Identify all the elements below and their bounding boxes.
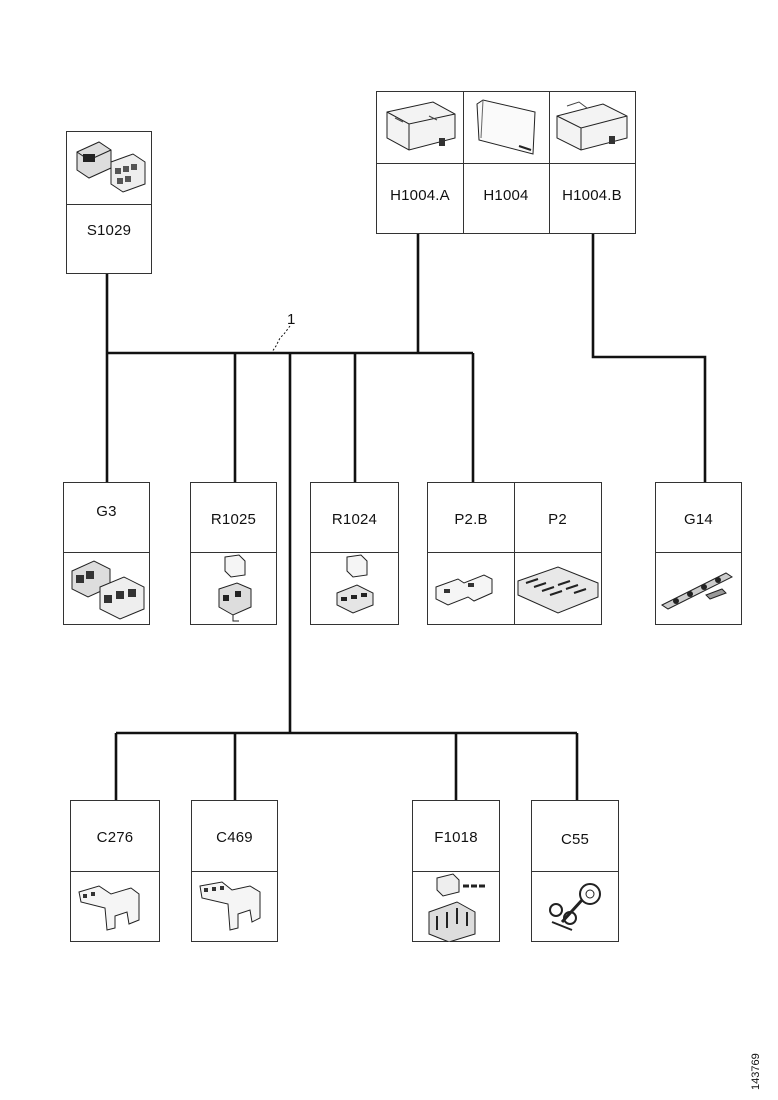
- component-s1029[interactable]: S1029: [66, 131, 152, 274]
- callout-number: 1: [287, 311, 296, 328]
- component-c276[interactable]: C276: [70, 800, 160, 942]
- crimp-terminal-icon: [192, 872, 277, 942]
- component-f1018[interactable]: F1018: [412, 800, 500, 943]
- component-h1004b[interactable]: H1004.B: [549, 92, 635, 204]
- component-p2[interactable]: P2: [514, 483, 601, 624]
- component-g14[interactable]: G14: [655, 482, 742, 625]
- h1004b-label: H1004.B: [562, 187, 622, 204]
- component-group-p2: P2.B P2: [427, 482, 602, 625]
- ground-strip-icon: [656, 553, 741, 625]
- component-h1004a[interactable]: H1004.A: [377, 92, 463, 204]
- h1004a-label: H1004.A: [390, 187, 450, 204]
- p2-label: P2: [548, 511, 567, 528]
- fuse-holder-icon: [413, 872, 499, 943]
- connector-housing-icon: [549, 92, 635, 163]
- h1004-label: H1004: [483, 187, 529, 204]
- f1018-label: F1018: [434, 829, 478, 846]
- figure-id: 143769: [750, 1053, 762, 1090]
- terminal-icon: [428, 553, 514, 624]
- r1024-label: R1024: [331, 511, 378, 528]
- connector-housing-icon: [377, 92, 463, 163]
- crimp-terminal-icon: [71, 872, 159, 942]
- cover-plate-icon: [463, 92, 549, 163]
- component-c469[interactable]: C469: [191, 800, 278, 942]
- callout-leader: [271, 325, 291, 353]
- component-h1004[interactable]: H1004: [463, 92, 549, 204]
- component-group-h1004: H1004.A H1004 H1004.B: [376, 91, 636, 234]
- g14-label: G14: [684, 511, 713, 528]
- relay-icon: [311, 553, 398, 625]
- wire-h1004b-g14: [591, 233, 707, 483]
- p2b-label: P2.B: [454, 511, 488, 528]
- switch-connector-icon: [67, 132, 151, 204]
- component-r1025[interactable]: R1025: [190, 482, 277, 625]
- r1025-label: R1025: [210, 511, 257, 528]
- fuse-block-icon: [514, 553, 601, 624]
- ground-connector-icon: [64, 553, 149, 625]
- component-c55[interactable]: C55: [531, 800, 619, 942]
- component-r1024[interactable]: R1024: [310, 482, 399, 625]
- ring-terminal-icon: [532, 872, 618, 942]
- c469-label: C469: [216, 829, 253, 846]
- c276-label: C276: [96, 829, 134, 846]
- relay-icon: [191, 553, 276, 625]
- c55-label: C55: [560, 831, 590, 848]
- g3-label: G3: [96, 503, 117, 520]
- s1029-label: S1029: [86, 222, 132, 239]
- component-p2b[interactable]: P2.B: [428, 483, 514, 624]
- component-g3[interactable]: G3: [63, 482, 150, 625]
